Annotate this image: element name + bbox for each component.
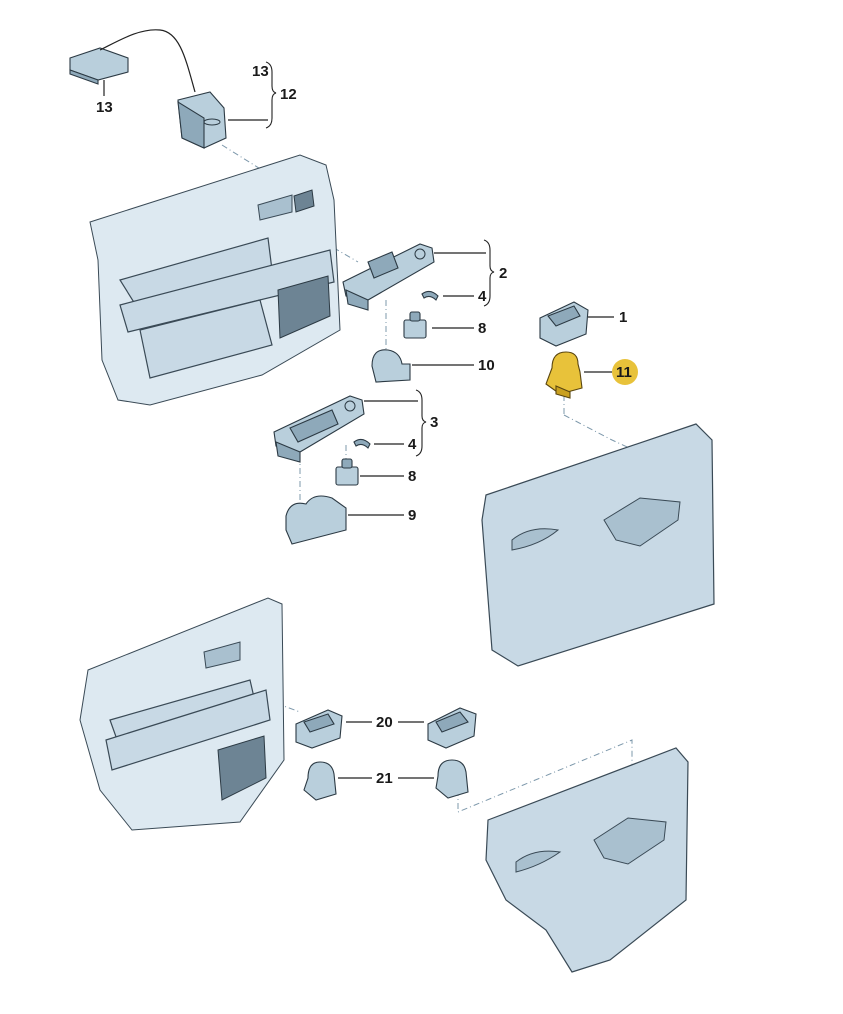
clip-upper[interactable]: [421, 290, 439, 301]
callout-13-ref: 13: [252, 63, 269, 80]
callout-13-connector: 13: [96, 99, 113, 116]
connector-plug[interactable]: [69, 29, 196, 93]
rear-door-trim-panel[interactable]: [79, 597, 285, 831]
front-passenger-trim-panel[interactable]: [481, 423, 715, 667]
callout-1: 1: [619, 309, 627, 326]
callout-9: 9: [408, 507, 416, 524]
callout-8-lower: 8: [408, 468, 416, 485]
callout-8-upper: 8: [478, 320, 486, 337]
clip-lower[interactable]: [353, 438, 371, 449]
rear-window-switch-housing-left[interactable]: [295, 709, 343, 749]
seat-switch-assembly[interactable]: [177, 91, 227, 149]
rear-window-switch-housing-right[interactable]: [427, 707, 477, 749]
rear-window-switch-button-right[interactable]: [435, 759, 469, 799]
callout-2: 2: [499, 265, 507, 282]
callout-12: 12: [280, 86, 297, 103]
callout-20: 20: [376, 714, 393, 731]
window-switch-housing[interactable]: [539, 301, 589, 347]
mirror-knob-lower[interactable]: [335, 458, 359, 486]
window-switch-button-highlighted[interactable]: [545, 351, 583, 399]
front-door-trim-panel[interactable]: [89, 154, 341, 406]
rear-passenger-trim-panel[interactable]: [485, 747, 689, 973]
highlight-badge-11: 11: [612, 359, 638, 385]
switch-button-double[interactable]: [285, 495, 347, 545]
callout-11: 11: [616, 364, 632, 381]
callout-10: 10: [478, 357, 495, 374]
callout-3: 3: [430, 414, 438, 431]
driver-switch-unit[interactable]: [342, 243, 435, 311]
callout-4-lower: 4: [408, 436, 417, 453]
switch-button-single[interactable]: [371, 349, 411, 383]
mirror-knob-upper[interactable]: [403, 311, 427, 339]
rear-window-switch-button-left[interactable]: [303, 761, 337, 801]
driver-switch-unit-double[interactable]: [273, 395, 365, 463]
callout-4-upper: 4: [478, 288, 487, 305]
callout-21: 21: [376, 770, 393, 787]
